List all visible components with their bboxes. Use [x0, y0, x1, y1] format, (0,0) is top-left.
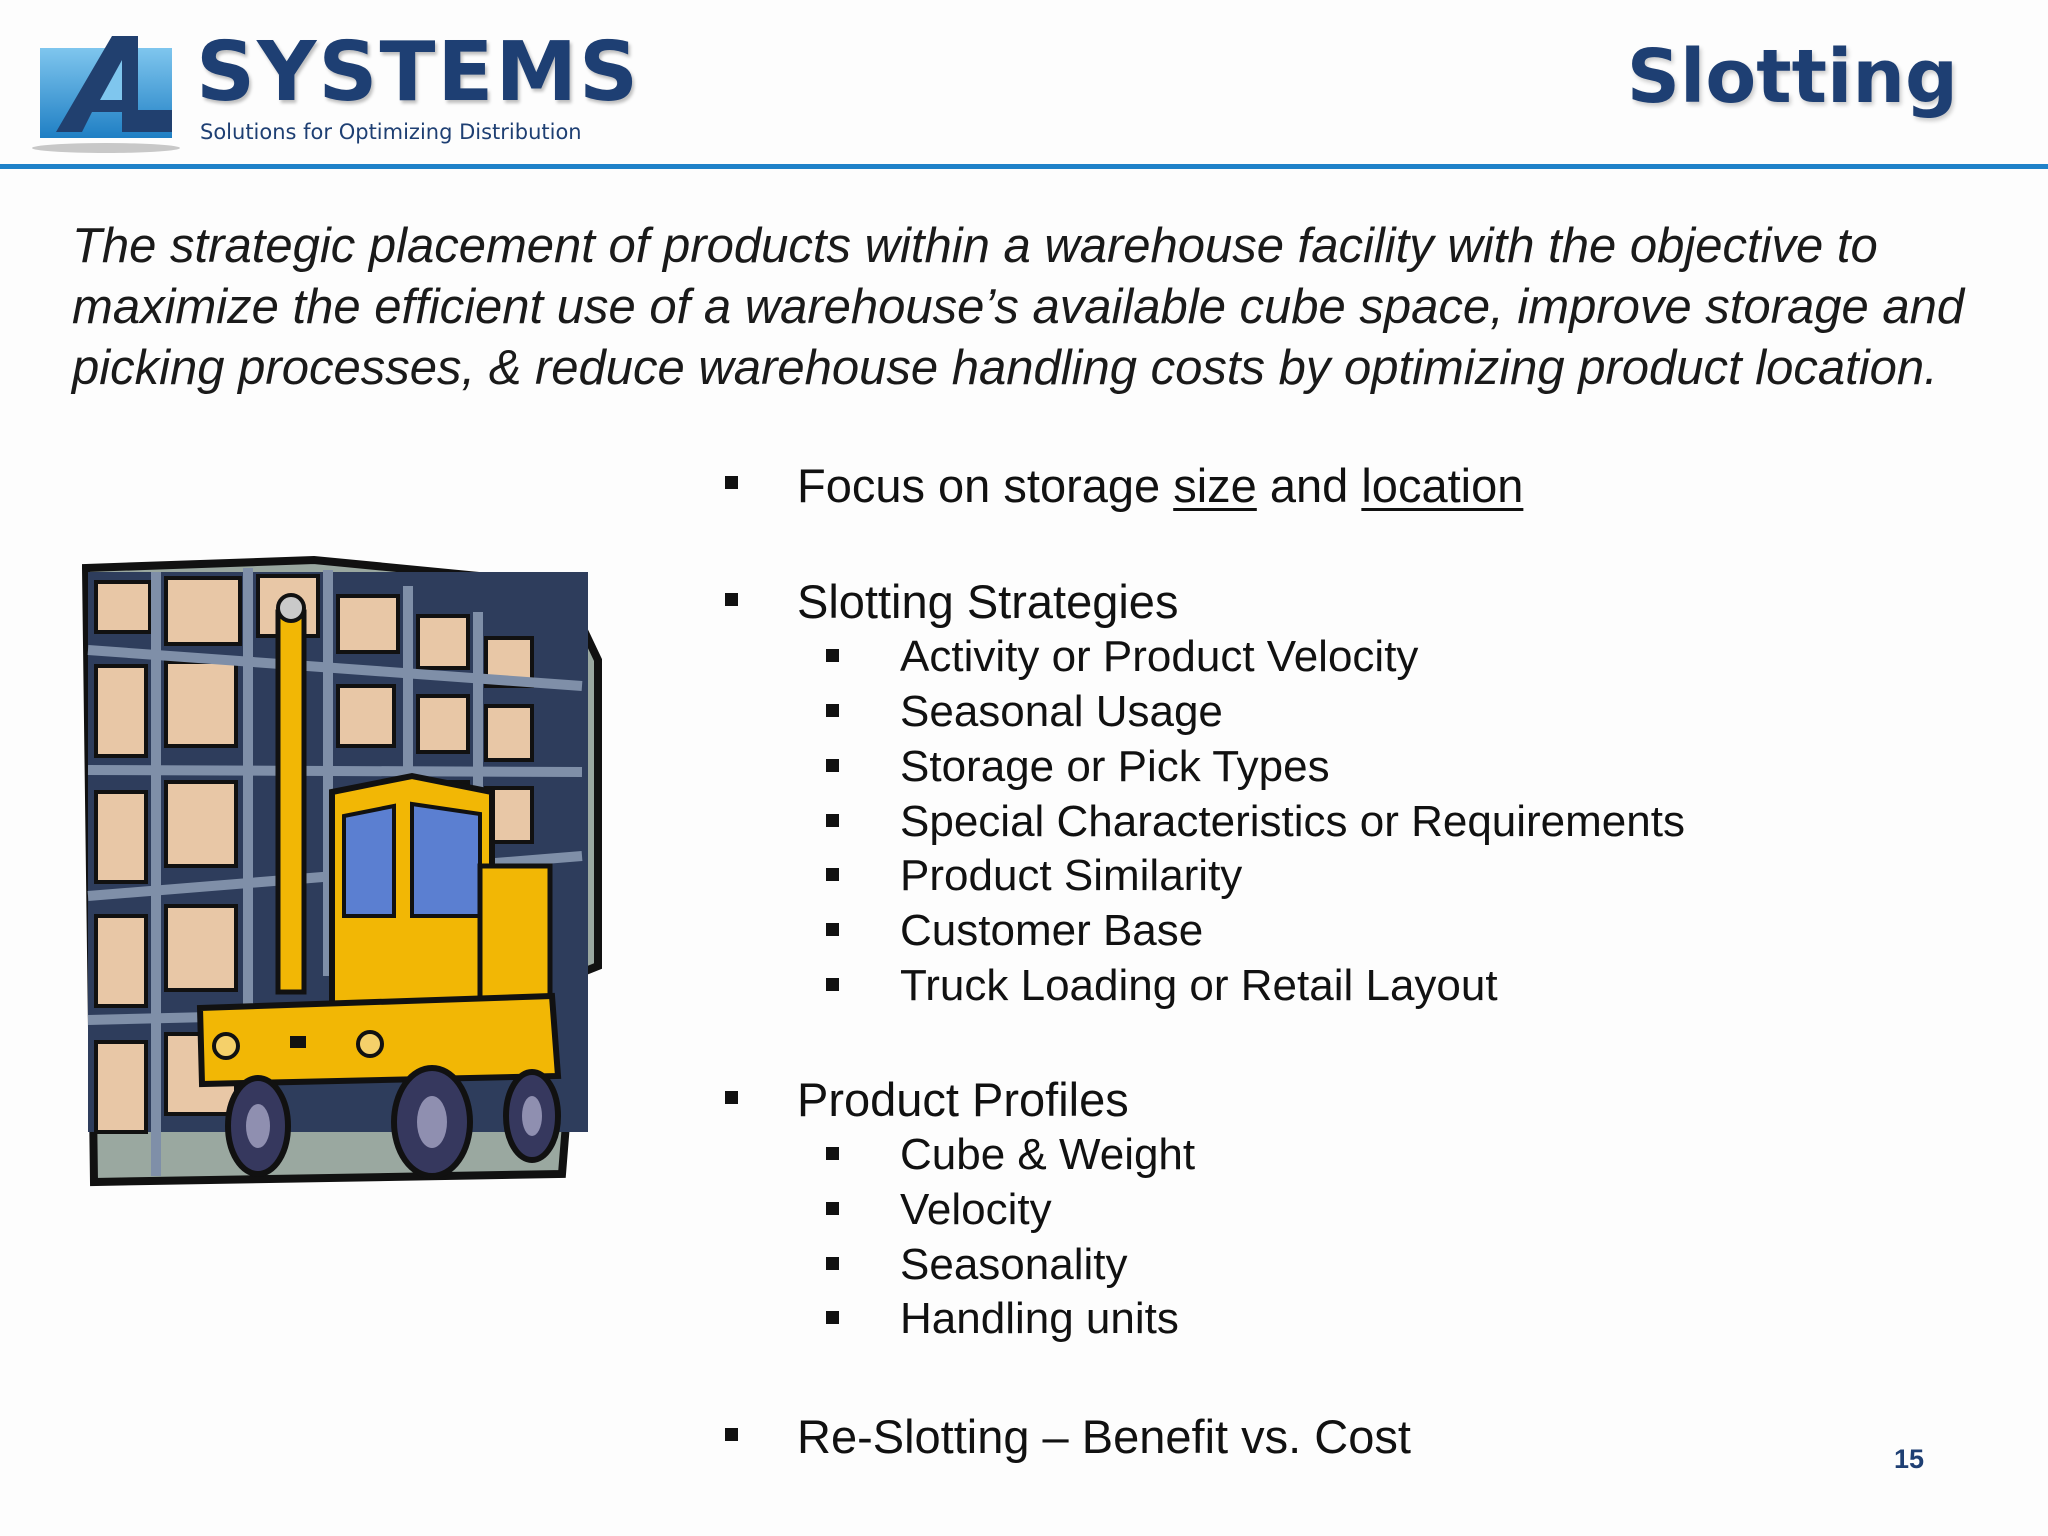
definition-text: The strategic placement of products with… [72, 219, 1965, 395]
forklift-warehouse-icon [82, 556, 602, 1187]
bullet-marker [725, 476, 738, 489]
sub-bullet: Customer Base [900, 906, 1204, 955]
bullet-slotting-strategies: Slotting Strategies [797, 575, 1179, 628]
bullet-reslotting: Re-Slotting – Benefit vs. Cost [797, 1410, 1411, 1463]
sub-bullet-marker [826, 1311, 839, 1324]
sub-bullet: Seasonal Usage [900, 687, 1223, 736]
page-number: 15 [1894, 1444, 1925, 1474]
logo-wordmark: SYSTEMS [196, 25, 641, 120]
sub-bullet: Velocity [900, 1185, 1052, 1234]
sub-bullet-marker [826, 704, 839, 717]
bullet-marker [725, 1091, 738, 1104]
sub-bullet-marker [826, 759, 839, 772]
sub-bullet-marker [826, 978, 839, 991]
sub-bullet-marker [826, 923, 839, 936]
logo-tagline: Solutions for Optimizing Distribution [200, 120, 582, 144]
sub-bullet: Activity or Product Velocity [900, 632, 1419, 681]
sub-bullet: Cube & Weight [900, 1130, 1196, 1179]
sub-bullet-marker [826, 814, 839, 827]
page-title: Slotting [1626, 34, 1958, 120]
underlined-size: size [1173, 459, 1257, 512]
sub-bullet: Truck Loading or Retail Layout [900, 961, 1498, 1010]
sub-bullet-marker [826, 1202, 839, 1215]
sub-bullet-marker [826, 1257, 839, 1270]
sub-bullet: Seasonality [900, 1240, 1128, 1289]
bullet-focus: Focus on storage size and location [797, 459, 1524, 512]
bullet-marker [725, 1428, 738, 1441]
underlined-location: location [1361, 459, 1524, 512]
al-logo-icon [32, 36, 180, 153]
company-logo: SYSTEMS Solutions for Optimizing Distrib… [26, 14, 638, 154]
sub-bullet: Product Similarity [900, 851, 1243, 900]
sub-bullet-marker [826, 649, 839, 662]
bullet-marker [725, 593, 738, 606]
sub-bullet-marker [826, 1147, 839, 1160]
sub-bullet: Handling units [900, 1294, 1179, 1343]
header-divider [0, 164, 2048, 169]
bullet-product-profiles: Product Profiles [797, 1073, 1129, 1126]
sub-bullet: Special Characteristics or Requirements [900, 797, 1685, 846]
sub-bullet: Storage or Pick Types [900, 742, 1330, 791]
sub-bullet-marker [826, 868, 839, 881]
